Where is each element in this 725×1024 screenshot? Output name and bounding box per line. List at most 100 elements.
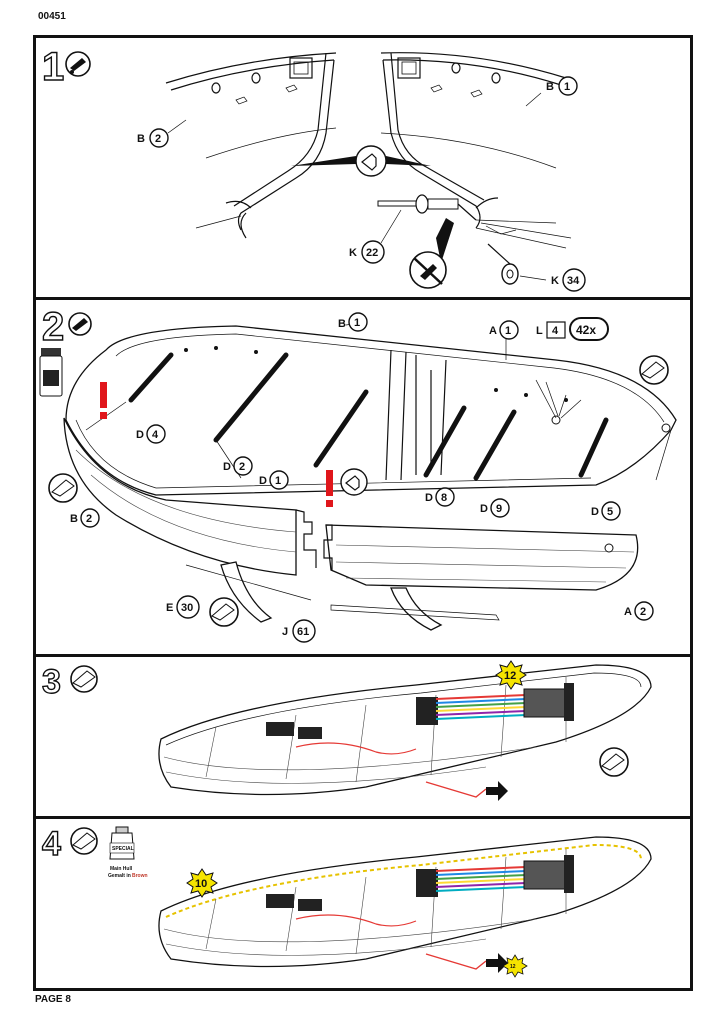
arrow-icon — [486, 781, 508, 801]
svg-text:1: 1 — [564, 81, 570, 93]
label-d9: D 9 — [480, 498, 510, 518]
cement-tube-icon — [68, 312, 92, 336]
document-code: 00451 — [38, 11, 66, 22]
svg-text:E: E — [166, 602, 173, 614]
svg-text:2: 2 — [155, 133, 161, 145]
hull-side-b2 — [63, 417, 297, 576]
wire-bundle — [435, 694, 527, 720]
svg-text:D: D — [480, 503, 488, 515]
svg-text:1: 1 — [505, 325, 511, 337]
svg-text:61: 61 — [297, 626, 309, 638]
star-badge: 10 — [186, 868, 218, 898]
svg-text:1: 1 — [354, 317, 360, 329]
svg-text:K: K — [349, 247, 357, 259]
cable-sleeve — [523, 860, 567, 890]
label-b2: B 2 — [137, 119, 187, 148]
label-d2: D 2 — [223, 456, 253, 476]
trim-line — [165, 843, 642, 918]
svg-text:34: 34 — [567, 275, 580, 287]
svg-text:42x: 42x — [576, 323, 596, 337]
label-e30: E 30 — [166, 595, 200, 619]
connector-block — [298, 727, 322, 739]
step-3-panel: 3 12 — [33, 657, 693, 819]
step-number: 2 — [42, 305, 64, 349]
svg-text:Main Hull: Main Hull — [110, 866, 133, 872]
hull-body — [158, 836, 652, 968]
svg-text:Brown: Brown — [132, 873, 148, 879]
connector-block — [266, 722, 294, 736]
step-2-panel: 2 — [33, 300, 693, 657]
rod-d4 — [128, 352, 174, 403]
svg-text:12: 12 — [510, 964, 516, 970]
connector-block — [416, 869, 438, 897]
svg-text:B: B — [137, 133, 145, 145]
svg-text:4: 4 — [552, 325, 559, 337]
svg-text:D: D — [259, 475, 267, 487]
wire-bundle — [435, 866, 527, 892]
cable-sleeve — [564, 683, 574, 721]
rod-d5 — [578, 417, 609, 478]
connector-block — [298, 899, 322, 911]
double-sided-tape-icon — [599, 747, 629, 777]
rod-d2 — [213, 352, 289, 443]
bulkhead-b2 — [165, 52, 337, 239]
arrow-icon — [486, 953, 508, 973]
svg-text:D: D — [425, 492, 433, 504]
ring-k34 — [485, 225, 519, 285]
svg-text:2: 2 — [239, 461, 245, 473]
svg-text:D: D — [136, 429, 144, 441]
rod-d1 — [313, 389, 369, 468]
step-4-panel: 4 SPECIAL Main Hull Gemalt in Brown — [33, 819, 693, 991]
cable-sleeve — [564, 855, 574, 893]
svg-text:30: 30 — [181, 602, 193, 614]
svg-text:9: 9 — [496, 503, 502, 515]
paint-jar-icon — [39, 348, 63, 397]
keel-piece — [390, 587, 443, 631]
double-sided-tape-icon — [209, 597, 239, 627]
svg-text:J: J — [282, 626, 288, 638]
svg-text:12: 12 — [504, 670, 516, 682]
hull-side-a2 — [325, 524, 639, 591]
svg-text:10: 10 — [195, 878, 207, 890]
pin-detail-icon — [291, 145, 431, 177]
label-d1: D 1 — [259, 470, 289, 490]
rod-d8 — [423, 405, 467, 478]
bulkhead-b1 — [380, 52, 572, 249]
label-l4: L 4 — [536, 321, 566, 339]
step-number: 4 — [42, 825, 61, 863]
cable-sleeve — [523, 688, 567, 718]
label-k22: K 22 — [349, 209, 402, 264]
connector-block — [416, 697, 438, 725]
label-k34: K 34 — [519, 268, 586, 292]
double-sided-tape-icon — [48, 473, 78, 503]
no-glue-icon — [409, 218, 454, 289]
star-badge: 12 — [495, 660, 527, 690]
svg-text:1: 1 — [275, 475, 281, 487]
svg-text:2: 2 — [640, 606, 646, 618]
svg-text:Gemalt in: Gemalt in — [108, 873, 131, 879]
rod-d9 — [473, 409, 517, 481]
label-j61: J 61 — [282, 619, 316, 643]
count-badge: 42x — [569, 317, 609, 341]
double-sided-tape-icon — [639, 355, 669, 385]
pin-detail-icon — [340, 468, 368, 496]
svg-text:D: D — [223, 461, 231, 473]
double-sided-tape-icon — [70, 827, 98, 855]
svg-text:A: A — [489, 325, 497, 337]
label-b2: B 2 — [70, 508, 100, 528]
svg-text:D: D — [591, 506, 599, 518]
svg-text:8: 8 — [441, 492, 447, 504]
label-d4: D 4 — [136, 424, 166, 444]
strip-j61 — [330, 604, 500, 621]
svg-text:4: 4 — [152, 429, 159, 441]
label-d5: D 5 — [591, 501, 621, 521]
svg-text:5: 5 — [607, 506, 613, 518]
deck-details — [184, 346, 671, 553]
step-number: 3 — [42, 663, 61, 701]
deck-outline — [65, 325, 677, 496]
connector-block — [266, 894, 294, 908]
svg-text:K: K — [551, 275, 559, 287]
svg-text:B: B — [338, 318, 346, 330]
label-a1: A 1 — [489, 320, 519, 340]
svg-text:B: B — [546, 81, 554, 93]
